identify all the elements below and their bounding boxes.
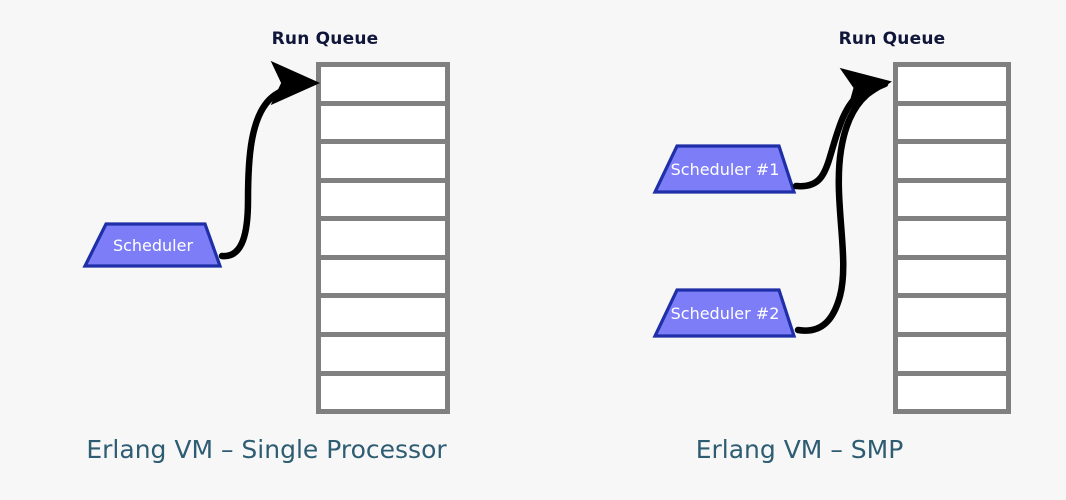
panel-caption-smp: Erlang VM – SMP <box>695 435 904 464</box>
run-queue-cell <box>898 67 1006 106</box>
arrow-scheduler-to-queue <box>218 60 321 260</box>
run-queue-title: Run Queue <box>271 29 379 49</box>
run-queue-cell <box>321 259 445 299</box>
run-queue-cell <box>321 182 445 222</box>
run-queue-cell <box>321 221 445 260</box>
panel-single-processor: Run Queue Scheduler Erlang VM – Single P… <box>82 29 450 464</box>
run-queue-cell <box>321 105 445 145</box>
run-queue-cell <box>898 375 1006 410</box>
run-queue-cell <box>321 375 445 410</box>
panel-smp: Run Queue Scheduler #1 Scheduler #2 <box>533 0 1066 500</box>
arrow-layer-single <box>218 60 321 260</box>
trapezoid-shape <box>652 144 797 194</box>
trapezoid-shape <box>82 222 223 268</box>
run-queue-cell <box>898 105 1006 145</box>
run-queue-cell <box>321 336 445 376</box>
run-queue-cell <box>898 259 1006 299</box>
run-queue-cell <box>898 298 1006 337</box>
scheduler-node[interactable]: Scheduler #2 <box>652 288 797 338</box>
run-queue-cell <box>321 144 445 183</box>
run-queue-cell <box>321 298 445 337</box>
panel-caption-single-processor: Erlang VM – Single Processor <box>86 435 447 464</box>
scheduler-node[interactable]: Scheduler #1 <box>652 144 797 194</box>
arrow-scheduler-1-to-queue <box>792 67 892 190</box>
run-queue-cell <box>898 336 1006 376</box>
run-queue-cell <box>898 144 1006 183</box>
run-queue-cell <box>321 67 445 106</box>
arrow-scheduler-2-to-queue <box>794 80 889 334</box>
trapezoid-shape <box>652 288 797 338</box>
scheduler-node[interactable]: Scheduler <box>82 222 223 268</box>
run-queue-title: Run Queue <box>838 29 946 49</box>
run-queue <box>316 62 450 414</box>
run-queue <box>893 62 1011 414</box>
run-queue-cell <box>898 221 1006 260</box>
run-queue-cell <box>898 182 1006 222</box>
